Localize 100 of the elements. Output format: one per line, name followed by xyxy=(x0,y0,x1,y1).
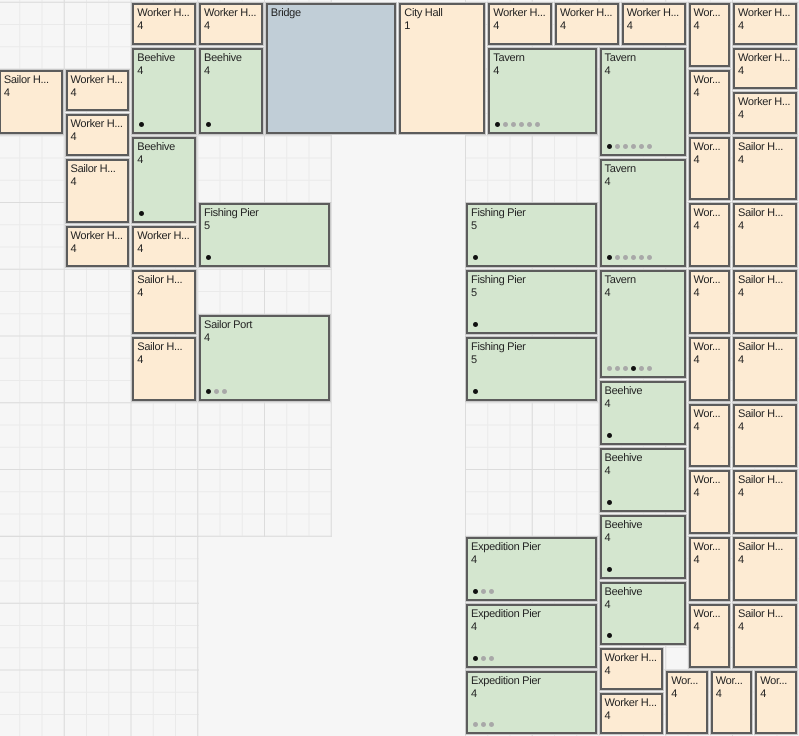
tile-name: Sailor H... xyxy=(738,474,784,488)
tile-level: 4 xyxy=(604,287,610,300)
house-tile xyxy=(733,604,797,668)
tile-name: Sailor H... xyxy=(738,340,784,354)
tile-level: 4 xyxy=(738,354,744,367)
tile-name: Sailor H... xyxy=(137,274,182,287)
tile-name: City Hall xyxy=(404,7,443,20)
tile-level: 4 xyxy=(137,154,144,166)
house-tile xyxy=(733,203,797,267)
house-tile xyxy=(66,114,130,156)
house-tile xyxy=(733,336,797,400)
house-tile xyxy=(66,226,130,267)
building-tile xyxy=(466,537,597,601)
tile-name: Worker H... xyxy=(626,7,679,20)
tile-name: Expedition Pier xyxy=(471,541,541,554)
tile-level: 4 xyxy=(471,620,477,634)
tile-level: 4 xyxy=(70,242,76,256)
tile-level: 4 xyxy=(493,20,500,33)
house-tile xyxy=(555,3,619,44)
tile-level: 4 xyxy=(738,487,744,500)
tile-name: Expedition Pier xyxy=(471,608,541,621)
tile-level: 1 xyxy=(404,20,410,33)
tile-level: 4 xyxy=(4,86,10,100)
tile-name: Sailor H... xyxy=(137,340,182,354)
house-tile xyxy=(488,3,552,44)
tile-name: Beehive xyxy=(137,52,175,64)
tile-level: 4 xyxy=(694,420,700,434)
tile-level: 4 xyxy=(671,688,678,700)
tile-level: 4 xyxy=(694,554,700,567)
tile-name: Wor... xyxy=(716,674,743,688)
tile-level: 4 xyxy=(738,554,744,567)
tile-level: 4 xyxy=(604,176,610,189)
tile-name: Tavern xyxy=(604,274,636,287)
tile-name: Worker H... xyxy=(70,74,123,87)
house-tile xyxy=(688,270,730,334)
tile-level: 4 xyxy=(137,20,144,33)
house-tile xyxy=(622,3,686,44)
tile-name: Wor... xyxy=(694,140,720,154)
tile-level: 4 xyxy=(738,420,744,434)
tile-name: Worker H... xyxy=(204,7,256,20)
tile-name: Beehive xyxy=(204,52,242,64)
tile-level: 4 xyxy=(716,688,722,700)
house-tile xyxy=(688,604,730,668)
house-tile xyxy=(0,70,63,134)
tile-level: 4 xyxy=(738,220,744,234)
house-tile xyxy=(688,3,730,67)
building-tile xyxy=(132,48,196,134)
tile-name: Sailor H... xyxy=(738,408,784,420)
house-tile xyxy=(733,537,797,601)
tile-name: Worker H... xyxy=(604,652,657,666)
house-tile xyxy=(688,470,730,534)
building-tile xyxy=(600,270,686,378)
tile-name: Sailor H... xyxy=(4,74,49,87)
building-tile xyxy=(600,582,686,646)
house-tile xyxy=(132,336,196,400)
bridge-tile xyxy=(266,3,396,134)
tile-name: Wor... xyxy=(694,207,720,220)
house-tile xyxy=(600,692,664,734)
house-tile xyxy=(66,70,130,112)
house-tile xyxy=(600,648,664,690)
house-tile xyxy=(733,470,797,534)
tile-name: Wor... xyxy=(694,608,720,621)
tile-level: 4 xyxy=(738,154,744,166)
tile-level: 4 xyxy=(694,20,700,33)
tile-level: 4 xyxy=(604,465,610,478)
building-tile xyxy=(466,270,597,334)
house-tile xyxy=(688,336,730,400)
tile-level: 4 xyxy=(604,665,610,678)
tile-name: Beehive xyxy=(137,140,175,154)
building-tile xyxy=(600,448,686,512)
tile-level: 4 xyxy=(471,688,477,700)
building-tile xyxy=(132,136,196,222)
house-tile xyxy=(733,270,797,334)
tile-name: Tavern xyxy=(604,162,636,176)
building-tile xyxy=(466,604,597,668)
building-tile xyxy=(600,48,686,156)
house-tile xyxy=(688,537,730,601)
tile-level: 4 xyxy=(694,354,700,367)
tile-name: Sailor H... xyxy=(738,608,784,621)
tile-name: Wor... xyxy=(694,74,720,87)
building-tile xyxy=(488,48,597,134)
house-tile xyxy=(733,92,797,134)
tile-level: 4 xyxy=(604,532,610,545)
tile-name: Worker H... xyxy=(560,7,612,20)
tile-level: 4 xyxy=(738,20,744,33)
tile-name: Wor... xyxy=(671,674,698,688)
tile-name: Wor... xyxy=(694,340,720,354)
tile-level: 4 xyxy=(738,620,744,634)
tile-level: 4 xyxy=(560,20,566,33)
tile-name: Beehive xyxy=(604,385,642,398)
tile-name: Sailor Port xyxy=(204,318,252,332)
tile-name: Beehive xyxy=(604,518,642,532)
tile-name: Wor... xyxy=(760,674,788,688)
house-tile xyxy=(733,3,797,44)
house-tile xyxy=(666,670,708,734)
tile-level: 5 xyxy=(471,354,477,367)
tile-name: Wor... xyxy=(694,274,720,287)
tile-level: 4 xyxy=(738,64,744,78)
tile-level: 4 xyxy=(70,131,76,144)
tile-name: Worker H... xyxy=(70,230,123,242)
